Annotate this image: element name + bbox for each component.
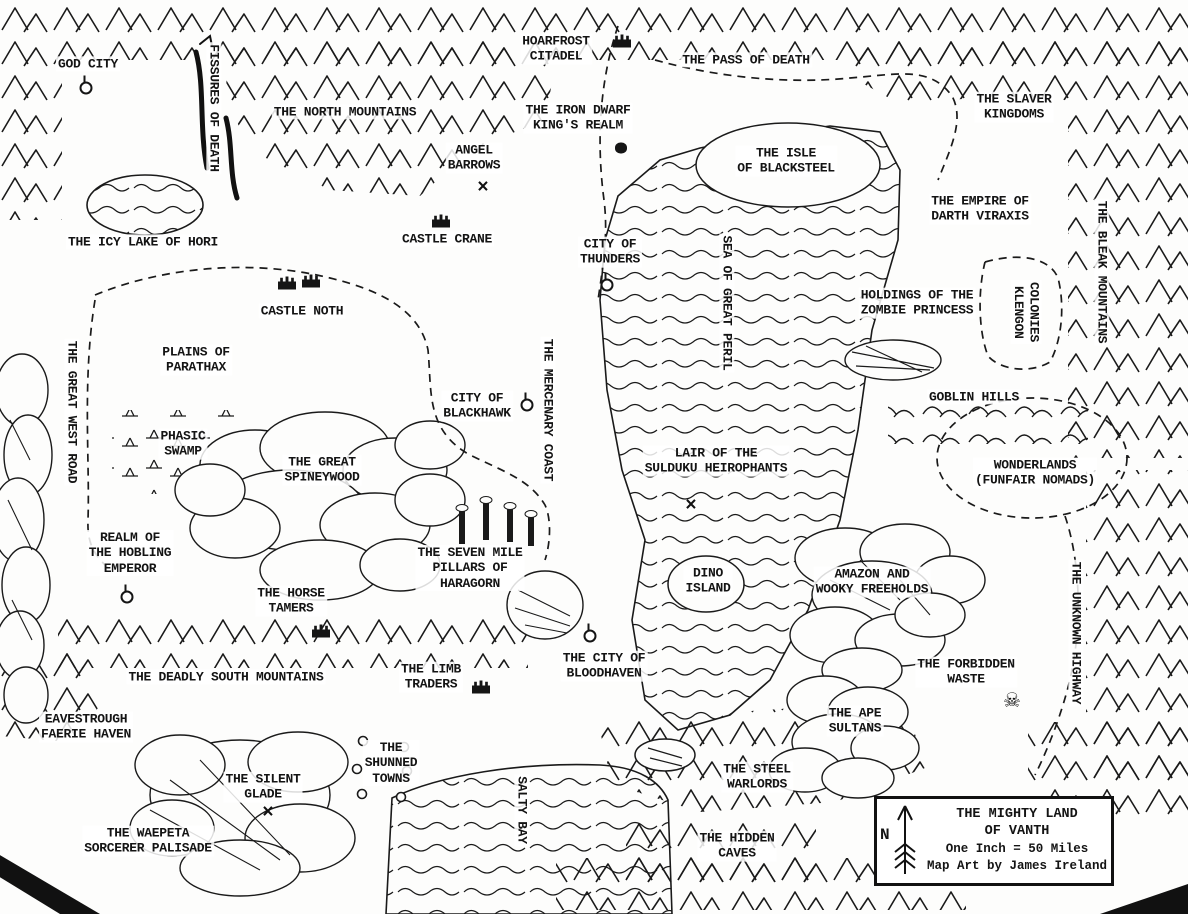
castle-icon [278, 276, 296, 290]
x-mark-icon: × [685, 494, 697, 517]
map-label-the-great-spineywood: THE GREAT SPINEYWOOD [282, 454, 362, 486]
map-label-the-steel-warlords: THE STEEL WARLORDS [721, 761, 793, 793]
map-label-hoarfrost-citadel: HOARFROST CITADEL [520, 33, 592, 65]
map-label-plains-of-parathax: PLAINS OF PARATHAX [160, 344, 232, 376]
legend-scale: One Inch = 50 Miles [945, 842, 1089, 856]
west-edge-forest [0, 353, 53, 724]
x-mark-icon: × [477, 176, 489, 199]
great-spineywood-forest [174, 411, 466, 601]
map-label-castle-noth: CASTLE NOTH [258, 303, 346, 319]
icy-lake-of-hori-water [86, 174, 204, 236]
castle-icon [312, 624, 330, 638]
map-label-the-deadly-south-mountains: THE DEADLY SOUTH MOUNTAINS [126, 669, 326, 685]
map-label-the-hidden-caves: THE HIDDEN CAVES [697, 830, 777, 862]
legend-credit: Map Art by James Ireland [926, 858, 1108, 873]
city-icon [600, 272, 614, 292]
compass-north-icon: N [877, 800, 923, 882]
city-icon [520, 392, 534, 412]
map-label-dino-island: DINO ISLAND [683, 565, 733, 597]
map-label-wonderlands-funfair-nomads: WONDERLANDS (FUNFAIR NOMADS) [972, 457, 1098, 489]
map-label-angel-barrows: ANGEL BARROWS [445, 142, 503, 174]
city-icon [583, 623, 597, 643]
coastal-swamp [506, 570, 584, 640]
small-island [634, 738, 696, 772]
map-label-the-ape-sultans: THE APE SULTANS [826, 705, 884, 737]
map-label-god-city: GOD CITY [55, 56, 121, 72]
legend-box: N THE MIGHTY LAND OF VANTH One Inch = 50… [874, 796, 1114, 886]
legend-text: THE MIGHTY LAND OF VANTH One Inch = 50 M… [923, 807, 1111, 875]
city-filled-icon [615, 142, 627, 154]
map-label-salty-bay: SALTY BAY [514, 774, 530, 846]
map-label-empire-of-darth-viraxis: THE EMPIRE OF DARTH VIRAXIS [929, 193, 1031, 225]
map-label-eavestrough-faerie-haven: EAVESTROUGH FAERIE HAVEN [38, 711, 134, 743]
x-mark-icon: × [262, 801, 274, 824]
castle-icon [432, 214, 450, 228]
legend-title: THE MIGHTY LAND OF VANTH [956, 807, 1078, 840]
map-label-goblin-hills: GOBLIN HILLS [926, 389, 1022, 405]
map-label-city-of-blackhawk: CITY OF BLACKHAWK [441, 390, 513, 422]
skull-icon: ☠ [1003, 688, 1021, 712]
map-label-the-city-of-bloodhaven: THE CITY OF BLOODHAVEN [560, 650, 648, 682]
map-label-lair-of-the-sulduku-heirophants: LAIR OF THE SULDUKU HEIROPHANTS [642, 445, 790, 477]
map-label-castle-crane: CASTLE CRANE [399, 231, 495, 247]
castle-icon [472, 680, 490, 694]
map-label-the-mercenary-coast: THE MERCENARY COAST [540, 336, 556, 484]
map-label-the-forbidden-waste: THE FORBIDDEN WASTE [915, 656, 1017, 688]
city-icon [120, 584, 134, 604]
map-label-the-horse-tamers: THE HORSE TAMERS [255, 585, 327, 617]
map-label-amazon-and-wooky-freeholds: AMAZON AND WOOKY FREEHOLDS [813, 566, 931, 598]
castle-icon [302, 274, 320, 288]
map-label-waepeta-sorcerer-palisade: THE WAEPETA SORCERER PALISADE [82, 825, 214, 857]
map-label-isle-of-blacksteel: THE ISLE OF BLACKSTEEL [735, 145, 837, 177]
map-label-the-limb-traders: THE LIMB TRADERS [398, 661, 464, 693]
silent-glade-forest [129, 731, 356, 897]
map-label-the-unknown-highway: THE UNKNOWN HIGHWAY [1068, 559, 1084, 707]
zombie-princess-scribble [844, 339, 942, 381]
map-label-sea-of-great-peril: SEA OF GREAT PERIL [719, 233, 735, 373]
corner-shadows [0, 855, 1188, 914]
map-label-city-of-thunders: CITY OF THUNDERS [577, 236, 643, 268]
pillars-of-haragorn [455, 496, 538, 546]
map-label-the-great-west-road: THE GREAT WEST ROAD [64, 338, 80, 486]
compass-n-label: N [880, 826, 890, 844]
map-label-the-pass-of-death: THE PASS OF DEATH [680, 52, 812, 68]
city-icon [79, 75, 93, 95]
map-label-phasic-swamp: PHASIC SWAMP [158, 428, 208, 460]
map-label-klengon-colonies: KLENGON COLONIES [1010, 279, 1042, 345]
map-label-realm-of-the-hobling-emperor: REALM OF THE HOBLING EMPEROR [86, 530, 174, 576]
map-label-the-north-mountains: THE NORTH MOUNTAINS [271, 104, 419, 120]
map-label-fissures-of-death: FISSURES OF DEATH [206, 42, 222, 174]
map-label-holdings-of-the-zombie-princess: HOLDINGS OF THE ZOMBIE PRINCESS [858, 287, 976, 319]
map-label-seven-mile-pillars-of-haragorn: THE SEVEN MILE PILLARS OF HARAGORN [415, 545, 525, 591]
map-label-iron-dwarf-kings-realm: THE IRON DWARF KING'S REALM [523, 102, 633, 134]
map-label-the-slaver-kingdoms: THE SLAVER KINGDOMS [974, 91, 1054, 123]
map-label-the-shunned-towns: THE SHUNNED TOWNS [362, 740, 420, 786]
map-label-the-silent-glade: THE SILENT GLADE [223, 771, 303, 803]
map-label-the-bleak-mountains: THE BLEAK MOUNTAINS [1094, 198, 1110, 346]
map-label-icy-lake-of-hori: THE ICY LAKE OF HORI [65, 234, 221, 250]
castle-icon [613, 34, 631, 48]
